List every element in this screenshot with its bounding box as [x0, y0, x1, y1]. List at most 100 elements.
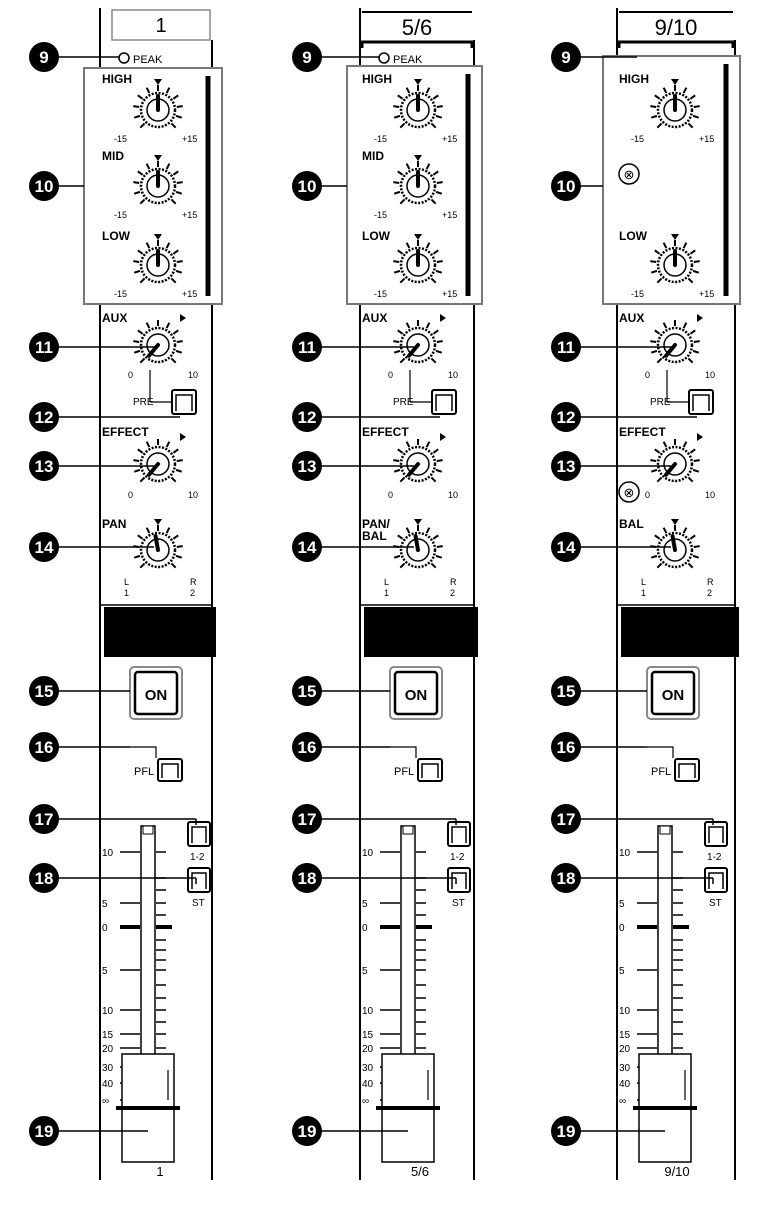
pre-switch[interactable] [431, 389, 457, 415]
knob-scale-tick [425, 87, 431, 94]
on-button[interactable]: ON [646, 666, 700, 720]
callout-number: 13 [35, 457, 54, 476]
knob-scale-tick [435, 269, 443, 274]
knob-scale-tick [176, 340, 183, 344]
center-detent-icon [154, 519, 162, 525]
on-button[interactable]: ON [129, 666, 183, 720]
knob-scale-tick [175, 349, 183, 354]
aux-max-label: 10 [448, 370, 458, 380]
callout-badge [551, 532, 581, 562]
effect-send-knob[interactable] [393, 433, 446, 483]
pfl-button[interactable] [417, 758, 443, 782]
eq-mid-knob[interactable] [393, 155, 443, 205]
callout-number: 15 [35, 682, 54, 701]
button-outline [191, 872, 207, 889]
fader-top-cap [142, 825, 154, 835]
mid-label: MID [362, 149, 384, 163]
on-button[interactable]: ON [389, 666, 443, 720]
knob-scale-tick [405, 242, 411, 249]
knob-pointer [407, 343, 420, 358]
knob-scale-tick [172, 170, 179, 176]
knob-pointer [664, 462, 677, 477]
knob-scale-tick [662, 242, 668, 249]
effect-send-knob[interactable] [133, 433, 186, 483]
aux-send-knob[interactable] [393, 314, 446, 364]
callout-18: 18 [292, 863, 322, 893]
knob-scale-tick [430, 562, 437, 569]
pan-right-label: R [707, 577, 714, 587]
eq-max-label: +15 [699, 134, 714, 144]
knob-scale-tick [399, 198, 406, 205]
bus-1-2-label: 1-2 [190, 852, 205, 863]
callout-number: 17 [35, 810, 54, 829]
button-body [447, 821, 471, 847]
bus-1-2-switch[interactable] [447, 821, 471, 847]
knob-scale-tick [165, 527, 171, 534]
pfl-link-line [647, 746, 674, 758]
callout-number: 12 [557, 408, 576, 427]
callout-number: 17 [557, 810, 576, 829]
eq-min-label: -15 [631, 289, 644, 299]
knob-scale-tick [397, 448, 404, 454]
knob-scale-tick [165, 87, 171, 94]
effect-send-knob[interactable] [650, 433, 703, 483]
pre-switch[interactable] [688, 389, 714, 415]
knob-scale-tick [145, 322, 151, 329]
pfl-button[interactable] [674, 758, 700, 782]
eq-high-knob[interactable] [393, 79, 443, 129]
knob-scale-tick [432, 534, 439, 540]
callout-10: 10 [551, 171, 581, 201]
on-label: ON [405, 687, 428, 704]
channel-fader[interactable] [116, 1053, 180, 1163]
callout-16: 16 [292, 732, 322, 762]
knob-scale-tick [662, 527, 668, 534]
knob-scale-tick [662, 87, 668, 94]
fader-scale-label: 30 [362, 1063, 374, 1074]
bus-1-2-switch[interactable] [187, 821, 211, 847]
aux-send-knob[interactable] [133, 314, 186, 364]
aux-send-knob[interactable] [650, 314, 703, 364]
eq-min-label: -15 [631, 134, 644, 144]
callout-17: 17 [292, 804, 322, 834]
knob-scale-tick [425, 527, 431, 534]
on-button-face [133, 670, 179, 716]
eq-low-knob[interactable] [393, 234, 443, 284]
bus-1-2-switch[interactable] [704, 821, 728, 847]
stereo-bus-switch[interactable] [704, 867, 728, 893]
eq-high-knob[interactable] [650, 79, 700, 129]
pan-knob[interactable] [393, 519, 443, 569]
callout-badge [29, 171, 59, 201]
peak-label: PEAK [133, 54, 163, 66]
callout-badge [551, 732, 581, 762]
knob-scale-tick [137, 534, 144, 540]
knob-scale-tick [689, 249, 696, 255]
aux-label: AUX [102, 311, 127, 325]
eq-low-knob[interactable] [650, 234, 700, 284]
knob-scale-tick [399, 122, 406, 129]
fader-scale-label: 15 [102, 1030, 114, 1041]
button-outline [435, 394, 453, 411]
pan-knob[interactable] [133, 519, 183, 569]
callout-11: 11 [292, 332, 322, 362]
channel-fader[interactable] [376, 1053, 440, 1163]
stereo-bus-switch[interactable] [187, 867, 211, 893]
channel-fader[interactable] [633, 1053, 697, 1163]
eq-mid-knob[interactable] [133, 155, 183, 205]
pfl-button[interactable] [157, 758, 183, 782]
stereo-bus-switch[interactable] [447, 867, 471, 893]
knob-scale-tick [436, 545, 443, 549]
pre-switch[interactable] [171, 389, 197, 415]
knob-scale-tick [693, 260, 700, 264]
knob-scale-tick [405, 87, 411, 94]
knob-scale-tick [133, 114, 141, 119]
aux-min-label: 0 [388, 370, 393, 380]
callout-number: 18 [557, 869, 576, 888]
channel-name-strip [104, 607, 216, 657]
eq-low-knob[interactable] [133, 234, 183, 284]
knob-scale-tick [139, 122, 146, 129]
eq-high-knob[interactable] [133, 79, 183, 129]
knob-scale-tick [137, 448, 144, 454]
callout-number: 11 [35, 338, 53, 357]
pan-knob[interactable] [650, 519, 700, 569]
fader-scale-label: ∞ [362, 1096, 369, 1107]
